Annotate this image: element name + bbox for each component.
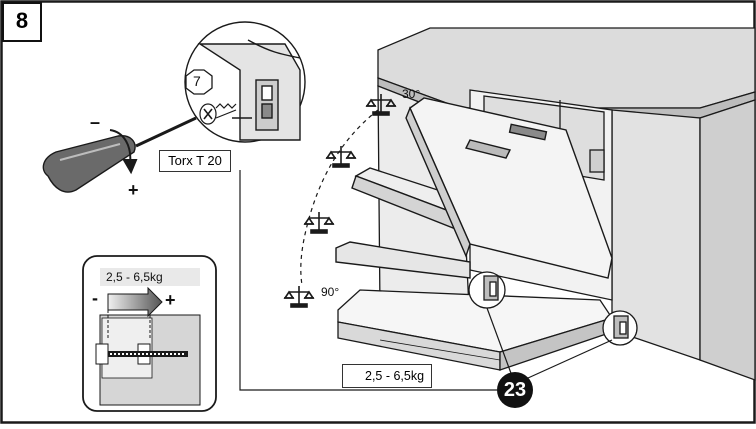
adjust-arrow-icon (107, 286, 163, 318)
balance-scale-icon (283, 94, 397, 308)
rotation-minus-sign: – (90, 112, 101, 132)
spring-weight-range: 2,5 - 6,5kg (106, 270, 163, 284)
spring-minus-sign: - (92, 288, 98, 308)
angle-90-label: 90° (321, 285, 340, 299)
screw-icon (199, 103, 237, 125)
base-plinth (337, 289, 614, 371)
door-open-90 (335, 241, 471, 279)
hinge-ref-badge: 23 (497, 372, 533, 408)
door-weight-label: 2,5 - 6,5kg (365, 369, 425, 383)
step-number: 8 (2, 2, 42, 42)
door-positions (335, 97, 613, 279)
door-weight-box: 2,5 - 6,5kg (342, 364, 432, 388)
screw-ref-hexagon (185, 69, 213, 95)
rotation-arrow-icon (109, 129, 138, 175)
leader-lines (239, 170, 613, 391)
tool-label: Torx T 20 (159, 150, 231, 172)
screwdriver-icon (42, 116, 197, 193)
spring-adjust-inset (82, 255, 217, 412)
angle-30-label: 30° (402, 87, 421, 101)
rotation-plus-sign: + (128, 180, 139, 200)
swing-arc (300, 109, 379, 286)
hinge-details (468, 271, 638, 346)
screw-ref-label: 7 (193, 73, 201, 89)
spring-plus-sign: + (165, 290, 176, 310)
